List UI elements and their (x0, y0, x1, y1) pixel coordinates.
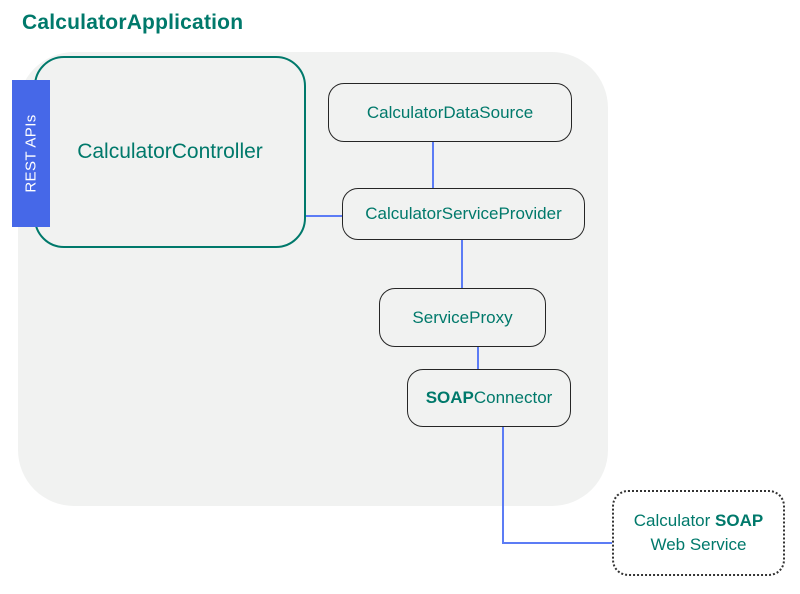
rest-apis-label: REST APIs (22, 114, 40, 193)
edge-soapconnector-to-webservice (502, 542, 612, 544)
node-calculator-soap-web-service: Calculator SOAP Web Service (612, 490, 785, 576)
rest-apis-badge: REST APIs (12, 80, 50, 227)
edge-serviceprovider-to-serviceproxy (461, 240, 463, 288)
node-service-proxy: ServiceProxy (379, 288, 546, 347)
edge-soapconnector-down-segment (502, 427, 504, 544)
web-service-label-line1-bold: SOAP (715, 511, 764, 531)
node-calculator-soap-web-service-label: Calculator SOAP Web Service (634, 509, 763, 557)
edge-controller-to-serviceprovider (306, 215, 342, 217)
node-service-proxy-label: ServiceProxy (412, 307, 513, 327)
node-calculator-data-source: CalculatorDataSource (328, 83, 572, 142)
web-service-label-line1: Calculator (633, 511, 716, 531)
node-soap-connector: SOAPConnector (407, 369, 571, 427)
node-calculator-service-provider: CalculatorServiceProvider (342, 188, 585, 240)
node-calculator-service-provider-label: CalculatorServiceProvider (365, 204, 562, 223)
page-title: CalculatorApplication (22, 11, 244, 34)
node-soap-connector-label: SOAPConnector (426, 388, 553, 408)
node-calculator-controller: CalculatorController (34, 56, 306, 248)
soap-connector-label-bold: SOAP (425, 388, 474, 407)
edge-serviceproxy-to-soapconnector (477, 347, 479, 369)
soap-connector-label-rest: Connector (473, 388, 553, 407)
web-service-label-line2: Web Service (650, 535, 747, 554)
edge-datasource-to-serviceprovider (432, 142, 434, 188)
node-calculator-controller-label: CalculatorController (77, 140, 263, 163)
node-calculator-data-source-label: CalculatorDataSource (366, 102, 534, 122)
